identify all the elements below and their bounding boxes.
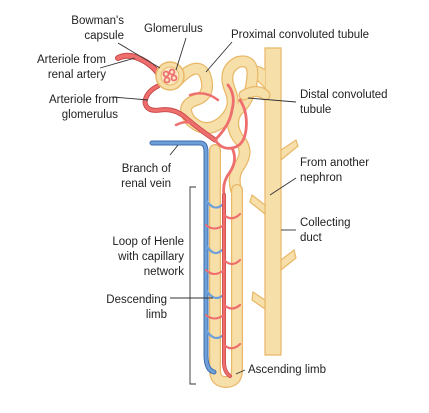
label-arteriole-from-artery-2: renal artery	[48, 69, 106, 81]
bowmans-capsule	[155, 61, 185, 91]
glomerulus	[162, 68, 178, 84]
renal-vein-branch	[149, 140, 224, 375]
label-another-nephron-2: nephron	[300, 172, 342, 184]
label-proximal-tubule: Proximal convoluted tubule	[231, 29, 369, 41]
label-renal-vein-2: renal vein	[121, 178, 171, 190]
collecting-duct	[249, 47, 299, 356]
leader-lines	[99, 37, 297, 385]
label-collecting-duct-2: duct	[300, 232, 323, 244]
label-distal-tubule-1: Distal convoluted	[300, 89, 388, 101]
label-ascending-limb: Ascending limb	[248, 364, 326, 376]
label-another-nephron-1: From another	[300, 157, 369, 169]
label-loop-henle-2: with capillary	[117, 251, 184, 263]
label-arteriole-from-artery-1: Arteriole from	[37, 54, 106, 66]
label-arteriole-from-glomerulus-2: glomerulus	[62, 109, 118, 121]
label-loop-henle-1: Loop of Henle	[112, 236, 184, 248]
label-descending-limb-2: limb	[146, 309, 167, 321]
label-bowmans-capsule-1: Bowman's	[71, 15, 124, 27]
label-arteriole-from-glomerulus-1: Arteriole from	[49, 94, 118, 106]
label-descending-limb-1: Descending	[106, 294, 167, 306]
labels: Bowman's capsule Glomerulus Proximal con…	[37, 15, 388, 376]
convoluted-tubules	[172, 55, 271, 196]
label-renal-vein-1: Branch of	[122, 163, 172, 175]
label-loop-henle-3: network	[144, 266, 185, 278]
label-bowmans-capsule-2: capsule	[84, 30, 124, 42]
label-glomerulus: Glomerulus	[144, 23, 203, 35]
loop-of-henle-tubule	[209, 144, 243, 389]
label-collecting-duct-1: Collecting	[300, 217, 351, 229]
label-distal-tubule-2: tubule	[300, 104, 331, 116]
